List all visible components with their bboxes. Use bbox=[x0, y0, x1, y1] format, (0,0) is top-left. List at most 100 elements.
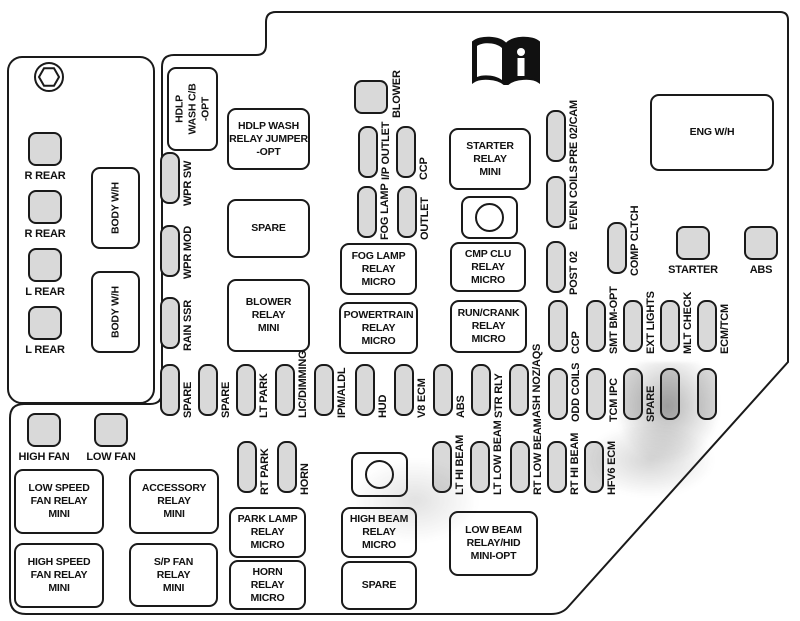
relay-socket-circle bbox=[365, 460, 394, 489]
fuse-rt-low-beam bbox=[510, 441, 530, 493]
fuse-label-post-02: POST 02 bbox=[568, 251, 580, 295]
fuse-starter bbox=[676, 226, 710, 260]
fuse-label-ext-lights: EXT LIGHTS bbox=[645, 291, 657, 354]
vbox-body-w-h: BODY W/H bbox=[91, 271, 140, 353]
box-text-line: LOW SPEED bbox=[28, 482, 90, 494]
box-text-line: LOW BEAM bbox=[465, 524, 522, 536]
vertical-text: BODY W/H bbox=[109, 286, 122, 338]
box-text-line: CMP CLU bbox=[464, 247, 512, 260]
box-text-line: MINI-OPT bbox=[470, 550, 517, 562]
fuse-pre-02-cam bbox=[546, 110, 566, 162]
box-eng-w-h: ENG W/H bbox=[650, 94, 774, 171]
fuse-label-spare: SPARE bbox=[220, 381, 232, 418]
box-text-line: MICRO bbox=[361, 275, 396, 288]
box-text-line: MICRO bbox=[250, 539, 285, 551]
fuse-wpr-sw bbox=[160, 152, 180, 204]
fuse-ipm-aldl bbox=[314, 364, 334, 416]
fuse-spare bbox=[198, 364, 218, 416]
fuse-lt-low-beam bbox=[470, 441, 490, 493]
vbox-body-w-h: BODY W/H bbox=[91, 167, 140, 249]
fuse-label-rt-park: RT PARK bbox=[259, 448, 271, 495]
box-spare: SPARE bbox=[227, 199, 310, 258]
fuse-tcm-ipc bbox=[586, 368, 606, 420]
box-text-line: RELAY bbox=[362, 526, 396, 538]
fuse-label-rain-ssr: RAIN SSR bbox=[182, 300, 194, 351]
fuse-label-spare: SPARE bbox=[645, 385, 657, 422]
box-text-line: MINI bbox=[257, 322, 280, 334]
box-text-line: WASH C/B bbox=[186, 83, 198, 135]
fuse-label-smt-bm-opt: SMT BM-OPT bbox=[608, 286, 620, 354]
box-text-line: RELAY bbox=[156, 568, 191, 581]
box-text-line: MICRO bbox=[250, 591, 285, 604]
fuse-label-outlet: OUTLET bbox=[419, 197, 431, 240]
fuse-v8-ecm bbox=[394, 364, 414, 416]
fuse-low-fan bbox=[94, 413, 128, 447]
box-text-line: STARTER bbox=[466, 139, 514, 152]
box-text-line: HDLP WASH bbox=[237, 119, 299, 132]
box-text-line: RELAY bbox=[471, 320, 506, 332]
fuse-label-starter: STARTER bbox=[668, 264, 718, 276]
fuse-label-rt-low-beam: RT LOW BEAM bbox=[532, 418, 544, 495]
fuse-blower bbox=[354, 80, 388, 114]
box-text-line: -OPT bbox=[199, 96, 211, 122]
fuse-hud bbox=[355, 364, 375, 416]
box-text-line: HIGH SPEED bbox=[27, 556, 91, 568]
fuse-odd-coils bbox=[548, 368, 568, 420]
fuse-label-lic-dimming: LIC/DIMMING bbox=[297, 350, 309, 418]
box-text-line: -OPT bbox=[256, 145, 281, 158]
fuse-ext-lights bbox=[623, 300, 643, 352]
box-text-line: S/P FAN bbox=[153, 555, 194, 568]
box-text-line: FAN RELAY bbox=[30, 495, 88, 507]
box-text-line: RELAY bbox=[157, 495, 191, 507]
fuse-mlt-check bbox=[660, 300, 680, 352]
box-text-line: RELAY bbox=[361, 262, 396, 275]
fuse-i-p-outlet bbox=[358, 126, 378, 178]
fuse-ccp bbox=[396, 126, 416, 178]
relay-socket-circle bbox=[475, 203, 504, 232]
fuse-label-l-rear: L REAR bbox=[25, 286, 65, 298]
box-text-line: ENG W/H bbox=[689, 126, 735, 138]
box-text-line: MINI bbox=[162, 581, 185, 594]
fuse-label-low-fan: LOW FAN bbox=[86, 451, 136, 463]
fuse-label-r-rear: R REAR bbox=[24, 228, 66, 240]
box-text-line: BODY W/H bbox=[109, 286, 121, 338]
fuse-smt-bm-opt bbox=[586, 300, 606, 352]
fuse-label-lt-park: LT PARK bbox=[258, 373, 270, 418]
box-text-line: SPARE bbox=[251, 222, 286, 234]
box-text-line: BODY W/H bbox=[109, 182, 121, 234]
box-text-line: SPARE bbox=[361, 579, 397, 591]
fuse-label-hud: HUD bbox=[377, 394, 389, 418]
box-text-line: MICRO bbox=[362, 539, 396, 551]
fuse-ccp bbox=[548, 300, 568, 352]
box-text-line: MICRO bbox=[361, 334, 396, 347]
fuse-even-coils bbox=[546, 176, 566, 228]
fuse-r-rear bbox=[28, 190, 62, 224]
fuse-label-horn: HORN bbox=[299, 463, 311, 495]
fuse-label-v8-ecm: V8 ECM bbox=[416, 378, 428, 418]
fuse-label-i-p-outlet: I/P OUTLET bbox=[380, 121, 392, 180]
box-text-line: MINI bbox=[163, 508, 185, 520]
box-text-line: RELAY JUMPER bbox=[229, 132, 308, 145]
fuse-label-ash-noz-aqs: ASH NOZ/AQS bbox=[531, 343, 543, 418]
fuse-label-l-rear: L REAR bbox=[25, 344, 65, 356]
fuse-outlet bbox=[397, 186, 417, 238]
fuse-comp-cltch bbox=[607, 222, 627, 274]
box-text-line: FOG LAMP bbox=[351, 249, 406, 262]
fuse-label-comp-cltch: COMP CLTCH bbox=[629, 205, 641, 276]
fuse-label-ecm-tcm: ECM/TCM bbox=[719, 304, 731, 354]
fuse-l-rear bbox=[28, 306, 62, 340]
